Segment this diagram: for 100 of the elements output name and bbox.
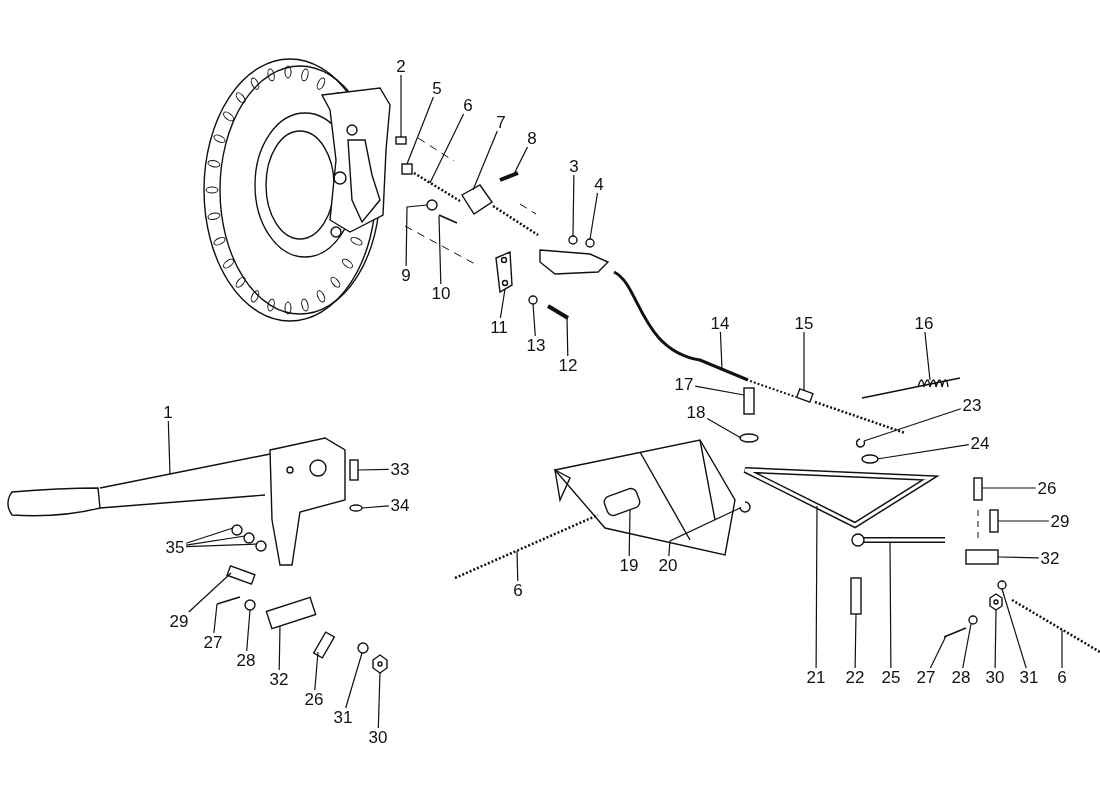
leader-line (694, 385, 745, 396)
leader-line (513, 146, 529, 175)
handbrake-lever-drawing (7, 437, 346, 566)
split-pin-drawing (216, 596, 241, 605)
callout-number: 15 (794, 314, 814, 332)
callout-number: 22 (845, 668, 865, 686)
callout-number: 23 (962, 396, 982, 414)
nut-drawing (585, 238, 595, 248)
nut-drawing (989, 593, 1003, 611)
leader-line (1001, 588, 1027, 669)
nut-drawing (568, 235, 578, 245)
leader-line (429, 113, 465, 184)
leader-line (213, 603, 218, 634)
leader-line (706, 417, 742, 439)
washer-drawing (244, 599, 256, 611)
callout-number: 32 (1040, 549, 1060, 567)
leader-line (185, 543, 258, 548)
callout-number: 24 (970, 434, 990, 452)
callout-number: 28 (951, 668, 971, 686)
callout-number: 29 (169, 612, 189, 630)
washer-drawing (861, 454, 879, 464)
bolt-drawing (546, 304, 570, 320)
nut-drawing (401, 163, 413, 175)
callout-number: 26 (304, 690, 324, 708)
cable-drawing (613, 270, 797, 398)
bolt-drawing (349, 459, 359, 481)
callout-number: 5 (432, 79, 442, 97)
callout-number: 29 (1050, 512, 1070, 530)
leader-line (962, 623, 972, 669)
callout-number: 30 (368, 728, 388, 746)
leader-line (167, 420, 171, 475)
leader-line (997, 556, 1040, 559)
callout-number: 16 (914, 314, 934, 332)
leader-line (719, 331, 723, 370)
leader-line (472, 130, 498, 191)
callout-number: 11 (490, 318, 508, 336)
lever-drawing (742, 467, 940, 529)
leader-line (668, 507, 741, 557)
leader-line (185, 527, 234, 544)
leader-line (803, 331, 805, 392)
leader-line (499, 288, 506, 319)
cable-drawing (454, 513, 599, 580)
callout-number: 31 (333, 708, 353, 726)
callout-number: 31 (1019, 668, 1039, 686)
washer-drawing (968, 615, 978, 625)
leader-line (361, 505, 390, 509)
callout-number: 34 (390, 496, 410, 514)
pin-drawing (973, 477, 983, 501)
pin-drawing (850, 577, 862, 615)
callout-number: 35 (165, 538, 185, 556)
callout-number: 2 (396, 57, 406, 75)
threaded-rod-drawing (413, 171, 461, 203)
callout-number: 6 (463, 96, 473, 114)
leader-line (377, 671, 381, 729)
pin-drawing (499, 171, 519, 182)
callout-number: 19 (619, 556, 639, 574)
leader-line (314, 651, 319, 691)
split-pin-drawing (438, 214, 458, 224)
callout-number: 20 (658, 556, 678, 574)
callout-number: 12 (558, 356, 578, 374)
leader-line (997, 520, 1050, 522)
callout-number: 10 (431, 284, 451, 302)
callout-number: 17 (674, 375, 694, 393)
callout-number: 26 (1037, 479, 1057, 497)
stud-drawing (395, 136, 407, 145)
callout-number: 18 (686, 403, 706, 421)
split-pin-drawing (943, 627, 967, 638)
callout-number: 25 (881, 668, 901, 686)
washer-drawing (997, 580, 1007, 590)
callout-number: 1 (163, 403, 173, 421)
cable-ferrule-drawing (795, 387, 906, 435)
callout-number: 6 (513, 581, 523, 599)
callout-number: 9 (401, 266, 411, 284)
callout-number: 14 (710, 314, 730, 332)
leader-line (572, 174, 575, 237)
leader-line (406, 96, 434, 165)
leader-line (405, 204, 428, 267)
nut-drawing (372, 654, 388, 674)
washer-drawing (426, 199, 438, 211)
washer-drawing (357, 642, 369, 654)
washer-drawing (739, 433, 759, 443)
pin-drawing (312, 631, 336, 659)
leader-line (185, 535, 246, 546)
leader-line (246, 609, 251, 652)
leader-line (981, 487, 1037, 489)
spring-drawing (861, 377, 961, 399)
leader-line (863, 408, 962, 442)
callout-number: 30 (985, 668, 1005, 686)
washer-drawing (349, 504, 363, 512)
leader-line (532, 303, 536, 337)
callout-number: 6 (1057, 668, 1067, 686)
bolt-drawing (989, 509, 999, 533)
leader-line (929, 635, 947, 669)
circlip-drawing (855, 438, 866, 448)
callout-number: 7 (496, 113, 506, 131)
callout-number: 21 (806, 668, 826, 686)
adjuster-block-drawing (461, 184, 539, 237)
washer-drawing (528, 295, 538, 305)
callout-number: 13 (526, 336, 546, 354)
callout-number: 33 (390, 460, 410, 478)
